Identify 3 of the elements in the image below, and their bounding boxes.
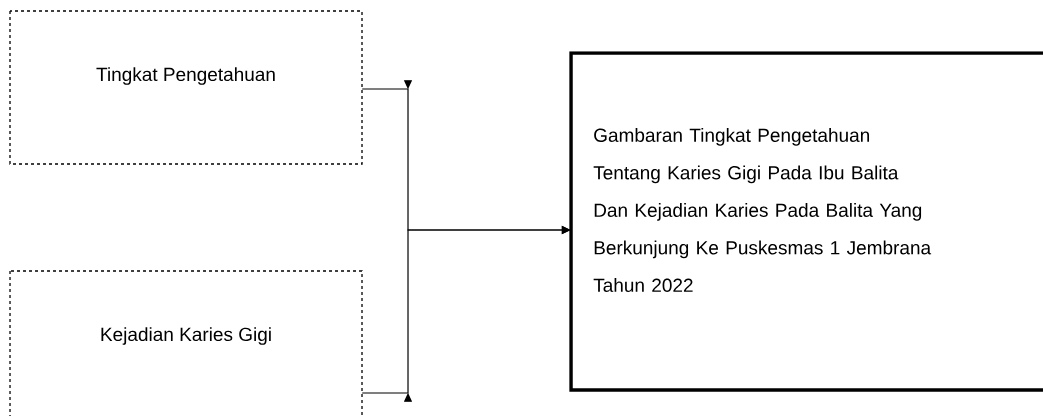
process-box: Kejadian Karies Gigi [9, 270, 363, 416]
process-box: Tingkat Pengetahuan [9, 10, 363, 165]
process-box: Gambaran Tingkat Pengetahuan Tentang Karies Gigi Pada Ibu Balita Dan Kejadian Karies Pada Balita Yang Berkunjung Ke Puskesmas 1 Jembrana Tahun 2022 [569, 51, 1043, 392]
